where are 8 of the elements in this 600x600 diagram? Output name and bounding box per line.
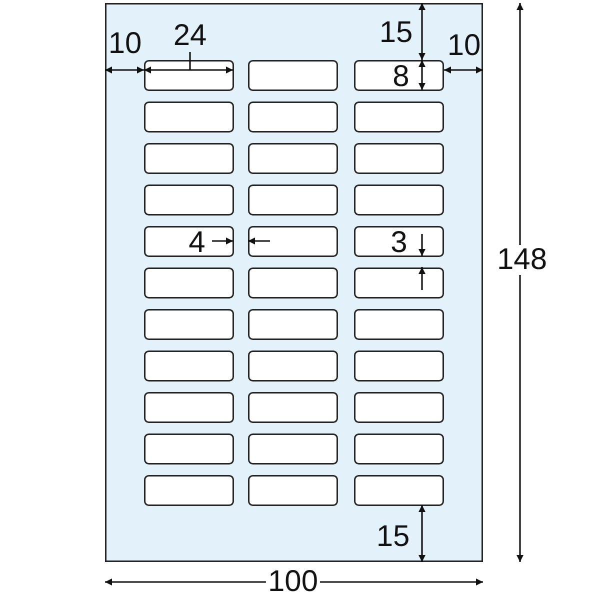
dimension-label: 15 <box>376 522 410 552</box>
dimension-label: 10 <box>108 29 142 59</box>
dimension-label: 24 <box>173 21 207 51</box>
dimension-label: 4 <box>188 228 206 258</box>
dimension-label: 8 <box>392 62 410 92</box>
dimension-label: 3 <box>390 228 408 258</box>
dimension-label: 10 <box>447 31 481 61</box>
dimension-label: 15 <box>379 18 413 48</box>
